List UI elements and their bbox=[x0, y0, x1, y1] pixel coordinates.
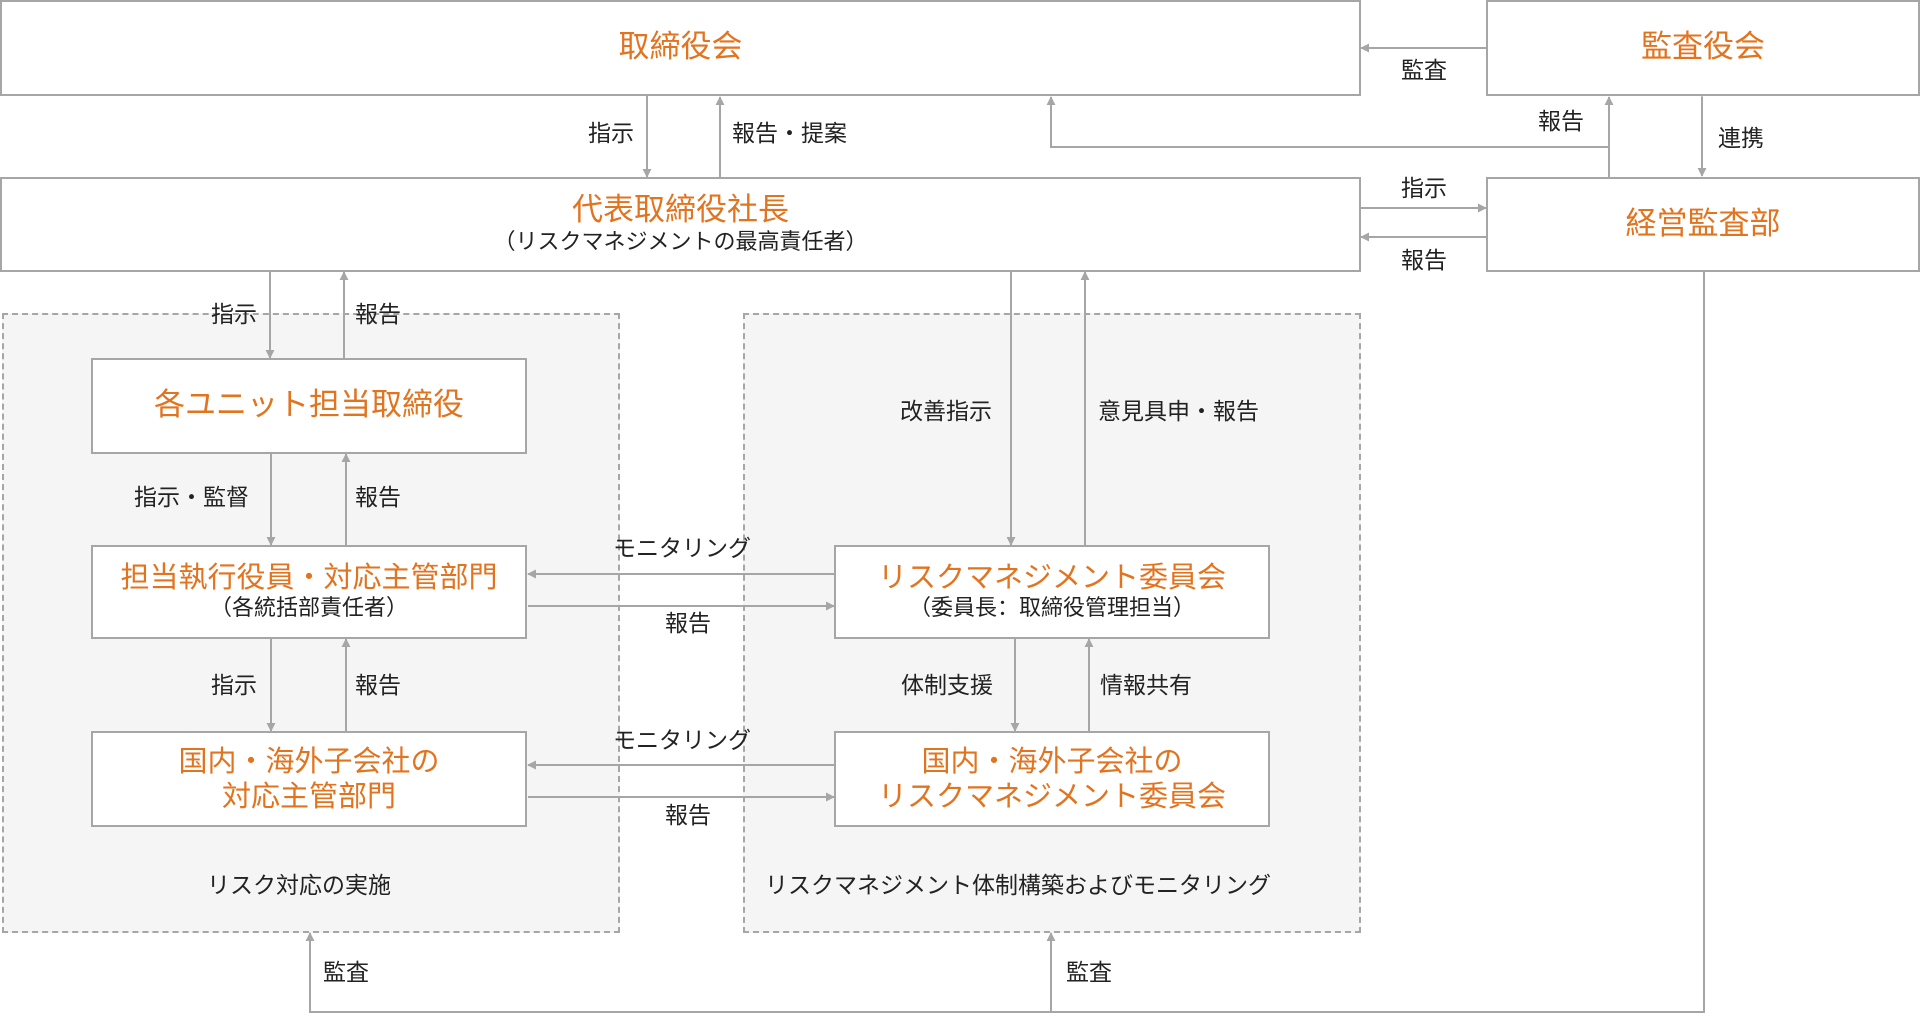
label-instr-board-pres: 指示 bbox=[588, 121, 634, 147]
subsidiary-committee-line2: リスクマネジメント委員会 bbox=[877, 779, 1226, 813]
label-renkei: 連携 bbox=[1718, 126, 1764, 152]
label-audit-board: 監査 bbox=[1401, 58, 1447, 84]
subsidiary-committee-box: 国内・海外子会社の リスクマネジメント委員会 bbox=[834, 731, 1270, 827]
subsidiary-depts-line2: 対応主管部門 bbox=[221, 779, 396, 813]
unit-directors-title: 各ユニット担当取締役 bbox=[154, 387, 464, 424]
unit-directors-box: 各ユニット担当取締役 bbox=[91, 358, 527, 454]
label-instr-supervise: 指示・監督 bbox=[134, 485, 249, 511]
exec-officers-box: 担当執行役員・対応主管部門 （各統括部責任者） bbox=[91, 545, 527, 639]
arrow-report-board bbox=[1046, 96, 1609, 148]
label-monitoring-1: モニタリング bbox=[613, 536, 751, 562]
label-instr-exec-sub: 指示 bbox=[211, 673, 257, 699]
board-title: 取締役会 bbox=[618, 29, 743, 66]
risk-response-zone-caption: リスク対応の実施 bbox=[207, 873, 391, 899]
label-report-proposal: 報告・提案 bbox=[732, 121, 847, 147]
exec-officers-title: 担当執行役員・対応主管部門 bbox=[120, 560, 498, 595]
internal-audit-box: 経営監査部 bbox=[1486, 177, 1920, 272]
label-instr-pres-unit: 指示 bbox=[211, 302, 257, 328]
label-report-pres-aud: 報告 bbox=[1401, 248, 1447, 274]
label-audit-left: 監査 bbox=[323, 960, 369, 986]
label-report-unit-pres: 報告 bbox=[355, 302, 401, 328]
rm-committee-subtitle: （委員長：取締役管理担当） bbox=[908, 596, 1195, 622]
exec-officers-subtitle: （各統括部責任者） bbox=[209, 596, 408, 622]
president-subtitle: （リスクマネジメントの最高責任者） bbox=[493, 229, 868, 255]
subsidiary-depts-line1: 国内・海外子会社の bbox=[178, 743, 440, 778]
label-audit-right: 監査 bbox=[1066, 960, 1112, 986]
president-box: 代表取締役社長 （リスクマネジメントの最高責任者） bbox=[0, 177, 1361, 272]
rm-committee-box: リスクマネジメント委員会 （委員長：取締役管理担当） bbox=[834, 545, 1270, 639]
subsidiary-committee-line1: 国内・海外子会社の bbox=[921, 743, 1183, 778]
risk-monitoring-zone-caption: リスクマネジメント体制構築およびモニタリング bbox=[765, 873, 1271, 899]
label-monitoring-2: モニタリング bbox=[613, 728, 751, 754]
audit-board-box: 監査役会 bbox=[1486, 0, 1920, 96]
board-of-directors-box: 取締役会 bbox=[0, 0, 1361, 96]
label-report-exec-rm: 報告 bbox=[665, 611, 711, 637]
label-opinion-report: 意見具申・報告 bbox=[1098, 399, 1259, 425]
label-report-sub-rm: 報告 bbox=[665, 803, 711, 829]
president-title: 代表取締役社長 bbox=[572, 191, 789, 228]
label-info-sharing: 情報共有 bbox=[1100, 673, 1192, 699]
label-system-support: 体制支援 bbox=[901, 673, 993, 699]
internal-audit-title: 経営監査部 bbox=[1625, 205, 1781, 242]
audit-bus-line bbox=[305, 272, 1705, 1013]
label-report-auditors: 報告 bbox=[1538, 109, 1584, 135]
label-improve-instr: 改善指示 bbox=[900, 399, 992, 425]
label-instr-aud-pres: 指示 bbox=[1401, 176, 1447, 202]
audit-board-title: 監査役会 bbox=[1641, 29, 1765, 66]
subsidiary-depts-box: 国内・海外子会社の 対応主管部門 bbox=[91, 731, 527, 827]
rm-committee-title: リスクマネジメント委員会 bbox=[877, 560, 1226, 595]
label-report-sub-exec: 報告 bbox=[355, 673, 401, 699]
label-report-exec-unit: 報告 bbox=[355, 485, 401, 511]
